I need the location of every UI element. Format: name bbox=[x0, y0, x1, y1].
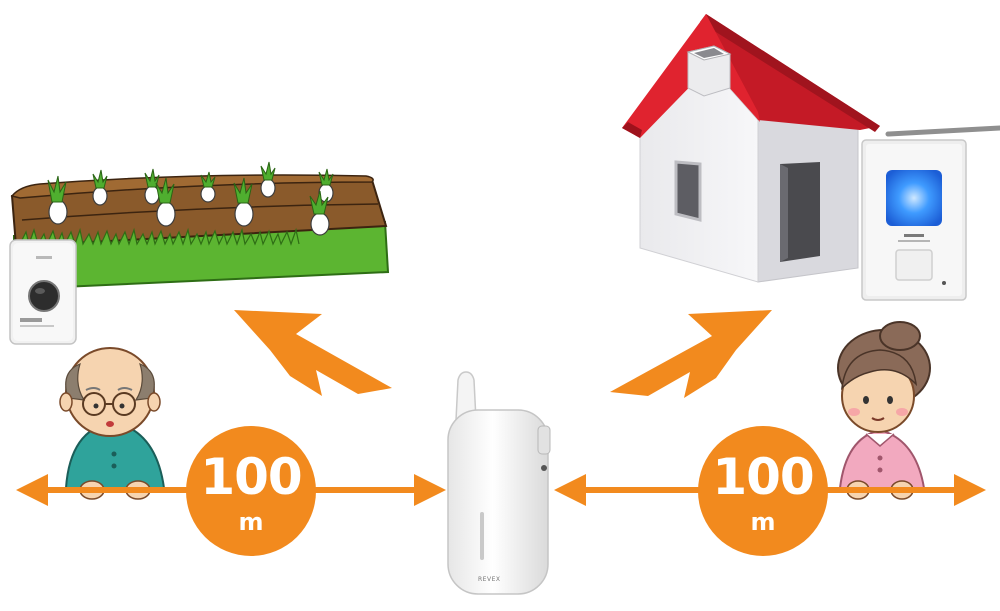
old-woman-icon bbox=[837, 321, 931, 500]
lightning-bolt-left-icon bbox=[234, 310, 392, 396]
right-range-value: 100 bbox=[712, 448, 814, 506]
chime-receiver-icon bbox=[861, 125, 1000, 301]
left-range-value: 100 bbox=[200, 448, 302, 506]
lightning-bolt-right-icon bbox=[610, 310, 772, 398]
old-man-icon bbox=[59, 347, 166, 500]
right-range-badge: 100 m bbox=[698, 426, 828, 556]
left-range-unit: m bbox=[238, 508, 264, 536]
portable-receiver-icon bbox=[447, 371, 551, 595]
house-icon bbox=[622, 14, 880, 283]
receiver-brand-label: REVEX bbox=[478, 576, 501, 583]
right-range-unit: m bbox=[750, 508, 776, 536]
vegetable-field-icon bbox=[10, 161, 390, 290]
push-button-transmitter-icon bbox=[9, 239, 77, 345]
left-range-badge: 100 m bbox=[186, 426, 316, 556]
